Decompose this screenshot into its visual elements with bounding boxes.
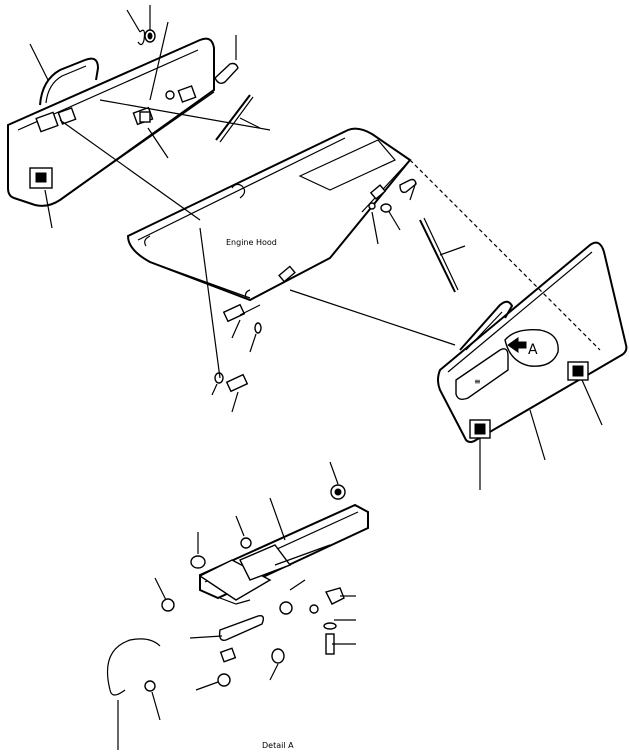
right-side-cover: ≡ A — [437, 241, 628, 443]
detail-a-marker: A — [528, 342, 538, 358]
assembly-lines — [59, 99, 601, 379]
right-panel-leaders — [479, 379, 603, 490]
detail-a-caption: Detail A — [262, 741, 294, 750]
vent-slots: ≡ — [474, 377, 481, 386]
engine-hood: Engine Hood — [126, 127, 412, 302]
spring-clip-parts — [137, 29, 156, 46]
hood-hardware — [211, 178, 466, 413]
detail-a-leaders — [117, 461, 356, 750]
left-panel-leaders — [29, 5, 169, 229]
detail-a-latch-assembly — [106, 484, 369, 696]
left-side-cover — [7, 37, 215, 207]
left-pin-and-gas-spring — [214, 35, 261, 143]
engine-hood-label: Engine Hood — [226, 238, 277, 247]
